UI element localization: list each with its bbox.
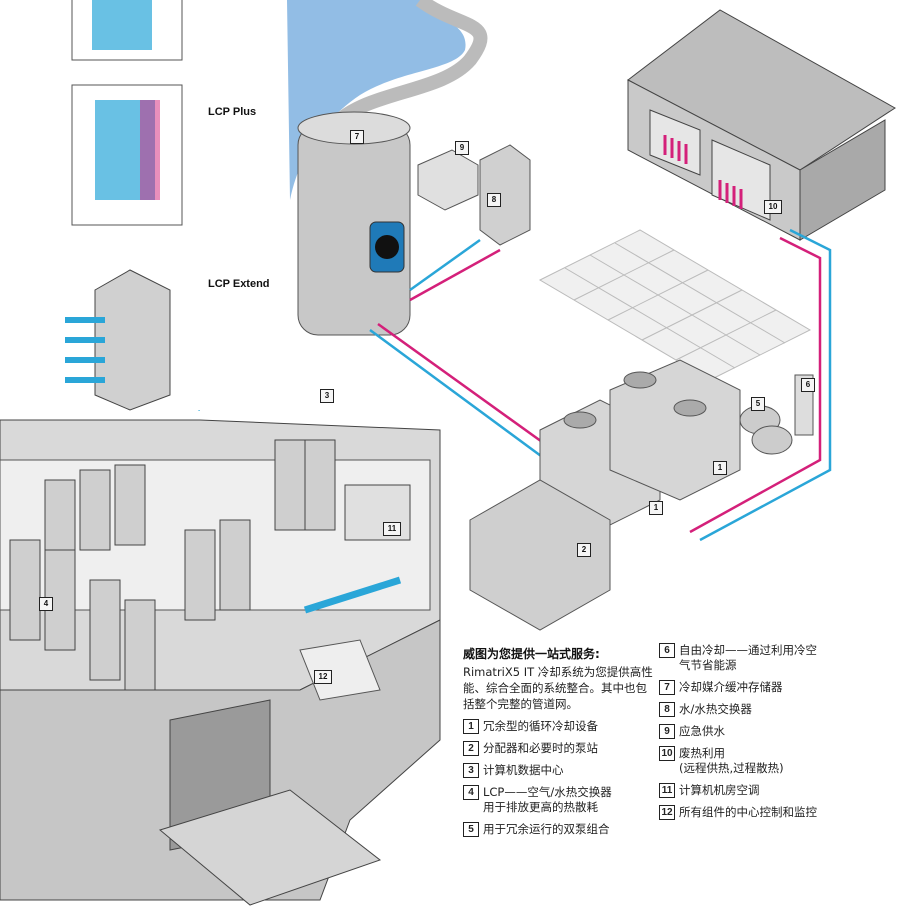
tag-10: 10 — [764, 200, 782, 214]
legend-item: 3 计算机数据中心 — [463, 763, 658, 778]
tag-3: 3 — [320, 389, 334, 403]
legend-right: 6 自由冷却——通过利用冷空 气节省能源 7 冷却媒介缓冲存储器 8 水/水热交换器 9 应急… — [659, 643, 904, 820]
legend-item: 1 冗余型的循环冷却设备 — [463, 719, 658, 734]
legend-item-number: 6 — [659, 643, 675, 658]
legend-item: 2 分配器和必要时的泵站 — [463, 741, 658, 756]
legend-item-number: 10 — [659, 746, 675, 761]
legend-item-number: 2 — [463, 741, 479, 756]
legend-item-text: 所有组件的中心控制和监控 — [679, 805, 817, 819]
tag-6: 6 — [801, 378, 815, 392]
tag-4: 4 — [39, 597, 53, 611]
buffer-tank — [297, 111, 411, 336]
legend-item-text: 计算机机房空调 — [679, 783, 760, 797]
legend-item: 8 水/水热交换器 — [659, 702, 904, 717]
legend-item-text: 废热利用 (远程供热,过程散热) — [679, 746, 784, 775]
tag-11: 11 — [383, 522, 401, 536]
data-center-building — [0, 419, 441, 906]
legend-left: 威图为您提供一站式服务: RimatriX5 IT 冷却系统为您提供高性能、综合… — [463, 645, 658, 837]
legend-item-number: 11 — [659, 783, 675, 798]
legend-item-number: 4 — [463, 785, 479, 800]
legend-item-text: 水/水热交换器 — [679, 702, 752, 716]
distributor — [469, 479, 611, 631]
tag-1a: 1 — [713, 461, 727, 475]
legend-item-number: 8 — [659, 702, 675, 717]
legend-item: 4 LCP——空气/水热交换器 用于排放更高的热散耗 — [463, 785, 658, 815]
legend-item: 11 计算机机房空调 — [659, 783, 904, 798]
lcp-rack-panel — [0, 0, 285, 411]
legend-item: 5 用于冗余运行的双泵组合 — [463, 822, 658, 837]
legend-item-text: 自由冷却——通过利用冷空 气节省能源 — [679, 643, 817, 672]
tag-12: 12 — [314, 670, 332, 684]
legend-item: 9 应急供水 — [659, 724, 904, 739]
tag-1b: 1 — [649, 501, 663, 515]
chiller-units — [539, 359, 741, 531]
lcp-plus-label: LCP Plus — [208, 106, 257, 118]
legend-item-number: 12 — [659, 805, 675, 820]
legend-item: 6 自由冷却——通过利用冷空 气节省能源 — [659, 643, 904, 673]
free-cooling-grid — [538, 229, 812, 381]
tag-9: 9 — [455, 141, 469, 155]
legend-item: 12 所有组件的中心控制和监控 — [659, 805, 904, 820]
lcp-extend-label: LCP Extend — [208, 278, 270, 290]
legend-item-text: 用于冗余运行的双泵组合 — [483, 822, 610, 836]
legend-item-number: 3 — [463, 763, 479, 778]
legend-title: 威图为您提供一站式服务: — [463, 647, 600, 661]
legend-item-number: 5 — [463, 822, 479, 837]
tag-8: 8 — [487, 193, 501, 207]
legend-item-text: 冷却媒介缓冲存储器 — [679, 680, 783, 694]
legend-item-text: 冗余型的循环冷却设备 — [483, 719, 598, 733]
tag-2: 2 — [577, 543, 591, 557]
legend-item: 10 废热利用 (远程供热,过程散热) — [659, 746, 904, 776]
legend-item-text: 分配器和必要时的泵站 — [483, 741, 598, 755]
legend-item-text: 应急供水 — [679, 724, 725, 738]
tag-7: 7 — [350, 130, 364, 144]
legend-item: 7 冷却媒介缓冲存储器 — [659, 680, 904, 695]
legend-intro: RimatriX5 IT 冷却系统为您提供高性能、综合全面的系统整合。其中也包括… — [463, 665, 653, 711]
legend-item-text: 计算机数据中心 — [483, 763, 564, 777]
house-waste-heat — [627, 9, 896, 241]
legend-item-number: 9 — [659, 724, 675, 739]
legend-item-number: 1 — [463, 719, 479, 734]
legend-item-number: 7 — [659, 680, 675, 695]
tag-5: 5 — [751, 397, 765, 411]
legend-item-text: LCP——空气/水热交换器 用于排放更高的热散耗 — [483, 785, 612, 814]
